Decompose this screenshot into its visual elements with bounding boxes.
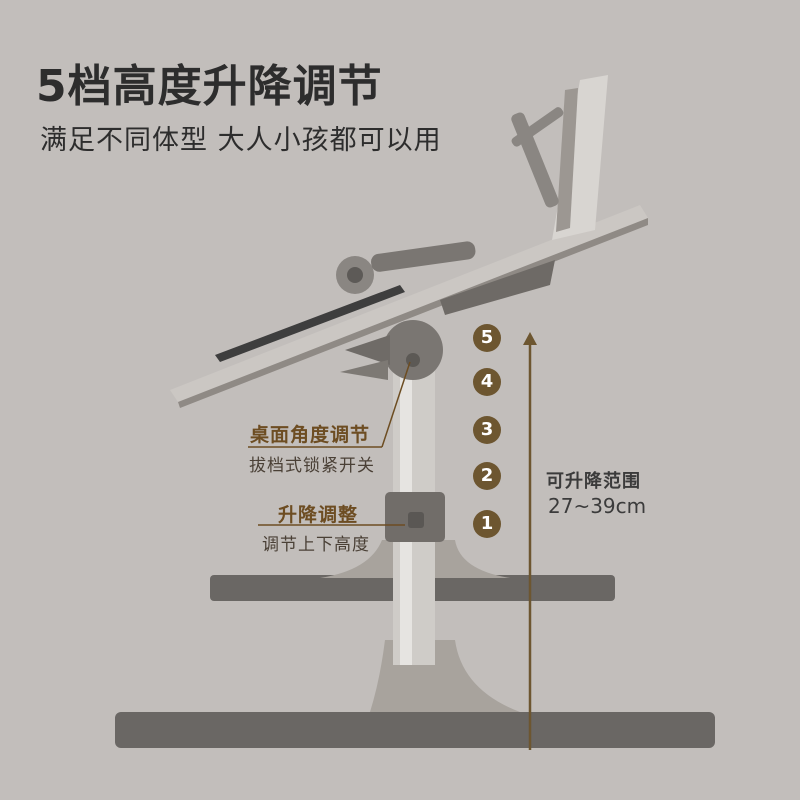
drawer [440,260,555,315]
level-badge-1: 1 [473,510,501,538]
book-stand-rail [556,88,578,232]
range-label: 可升降范围 [546,471,641,492]
base-neck [370,640,520,712]
level-badge-5: 5 [473,324,501,352]
level-badge-3: 3 [473,416,501,444]
page-subtitle: 满足不同体型 大人小孩都可以用 [40,125,442,156]
up-arrow-icon [523,332,537,345]
stand-arm [511,112,559,208]
angle-callout-pointer [381,361,411,448]
tabletop [170,205,648,402]
level-badge-2: 2 [473,462,501,490]
level-badge-4: 4 [473,368,501,396]
tabletop-edge [178,218,648,408]
headphone-band [371,241,476,272]
hinge-lever-lower [340,360,388,380]
hinge-lever [345,335,390,365]
hinge-center [406,353,420,367]
headphone-cup-center [347,267,363,283]
tablet [215,285,405,362]
height-callout-title: 升降调整 [278,504,359,526]
range-value: 27~39cm [548,494,647,518]
angle-callout-title: 桌面角度调节 [250,424,371,446]
angle-callout-subtitle: 拔档式锁紧开关 [249,456,375,476]
clamp-knob [408,512,424,528]
base-foot [115,712,715,748]
height-callout-subtitle: 调节上下高度 [262,535,370,555]
angle-hinge [383,320,443,380]
page-title: 5档高度升降调节 [36,61,383,112]
